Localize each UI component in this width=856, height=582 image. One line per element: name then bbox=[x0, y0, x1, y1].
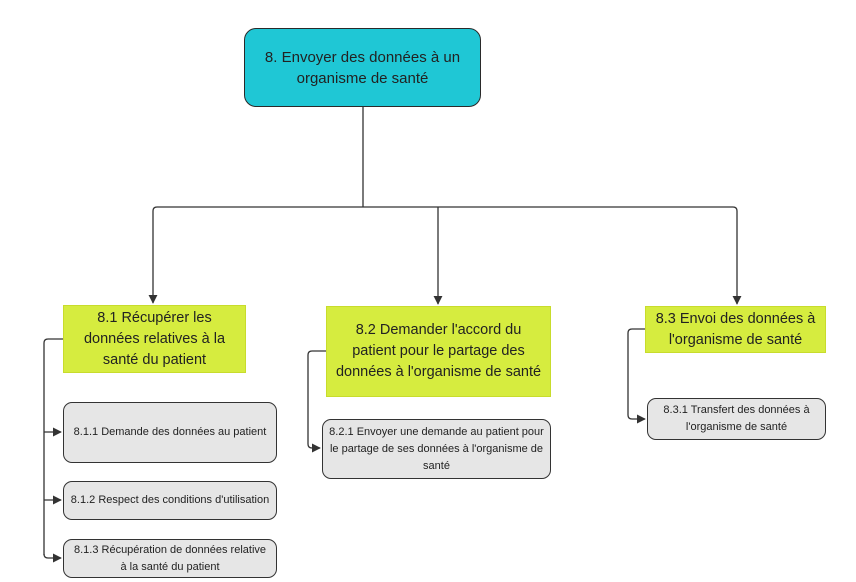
leaf-node-label: 8.1.2 Respect des conditions d'utilisati… bbox=[70, 494, 270, 506]
connector-bus-left-corner bbox=[152, 206, 158, 212]
leaf-node-label: 8.2.1 Envoyer une demande au patient pou… bbox=[329, 425, 544, 472]
branch-node-label: 8.2 Demander l'accord du patient pour le… bbox=[335, 322, 542, 380]
leaf-node-8-1-1[interactable]: 8.1.1 Demande des données au patient bbox=[63, 402, 277, 463]
root-node-label: 8. Envoyer des données à un organisme de… bbox=[264, 48, 461, 87]
connector-bus bbox=[157, 206, 738, 212]
leaf-node-8-3-1[interactable]: 8.3.1 Transfert des données à l'organism… bbox=[647, 398, 826, 440]
leaf-node-label: 8.1.3 Récupération de données relative à… bbox=[73, 543, 267, 573]
connector-branch-1-spine bbox=[43, 338, 63, 555]
connector-to-leaf-1-3 bbox=[43, 553, 62, 563]
branch-node-8-1[interactable]: 8.1 Récupérer les données relatives à la… bbox=[63, 305, 246, 373]
connector-branch-3-spine bbox=[627, 328, 646, 424]
leaf-node-8-1-3[interactable]: 8.1.3 Récupération de données relative à… bbox=[63, 539, 277, 578]
branch-node-8-3[interactable]: 8.3 Envoi des données à l'organisme de s… bbox=[645, 306, 826, 353]
leaf-node-label: 8.1.1 Demande des données au patient bbox=[73, 426, 267, 438]
leaf-node-8-1-2[interactable]: 8.1.2 Respect des conditions d'utilisati… bbox=[63, 481, 277, 520]
branch-node-label: 8.1 Récupérer les données relatives à la… bbox=[83, 309, 226, 368]
branch-node-label: 8.3 Envoi des données à l'organisme de s… bbox=[655, 310, 816, 348]
branch-node-8-2[interactable]: 8.2 Demander l'accord du patient pour le… bbox=[326, 306, 551, 397]
root-node[interactable]: 8. Envoyer des données à un organisme de… bbox=[244, 28, 481, 107]
connector-branch-2-spine bbox=[307, 350, 326, 453]
leaf-node-label: 8.3.1 Transfert des données à l'organism… bbox=[663, 404, 810, 433]
leaf-node-8-2-1[interactable]: 8.2.1 Envoyer une demande au patient pou… bbox=[322, 419, 551, 479]
